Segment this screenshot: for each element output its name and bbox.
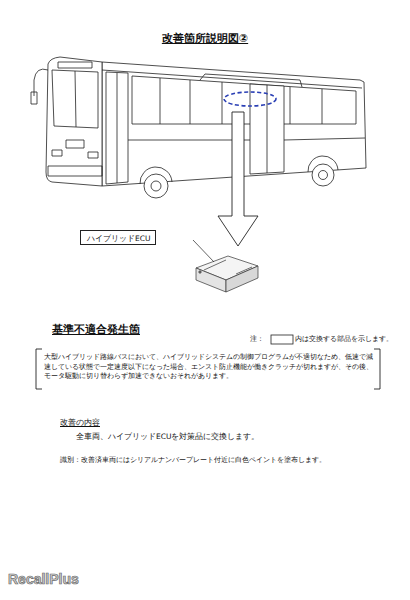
part-name: ハイブリッドECU bbox=[87, 234, 149, 243]
rear-wheel bbox=[312, 164, 334, 186]
roof-unit bbox=[200, 74, 302, 87]
ecu-unit bbox=[196, 256, 258, 292]
bracket-left bbox=[36, 349, 42, 389]
body-text: 全車両、ハイブリッドECUを対策品に交換します。 bbox=[76, 432, 376, 442]
body-text: 識別：改善済車両にはシリアルナンバープレート付近に白色ペイントを塗布します。 bbox=[60, 455, 405, 465]
callout-heading: 基準不適合発生箇 bbox=[52, 322, 222, 336]
bus-front bbox=[46, 57, 102, 186]
bracket-right bbox=[374, 349, 380, 389]
windshield bbox=[52, 70, 98, 128]
watermark: RecallPlus bbox=[8, 570, 128, 589]
front-door bbox=[106, 72, 128, 184]
note-mark: 注： bbox=[250, 335, 272, 344]
note-text: 内は交換する部品を示します。 bbox=[295, 335, 407, 344]
middle-door bbox=[250, 84, 284, 174]
destination-sign bbox=[58, 62, 92, 68]
title: 改善箇所説明図② bbox=[0, 32, 410, 47]
section-heading: 改善の内容 bbox=[60, 418, 160, 428]
description-text: 大型ハイブリッド路線バスにおいて、ハイブリッドシステムの制御プログラムが不適切な… bbox=[44, 352, 374, 381]
front-wheel bbox=[144, 174, 168, 198]
location-marker bbox=[224, 92, 276, 106]
leader-line bbox=[193, 240, 214, 262]
pointer-arrow bbox=[218, 112, 258, 246]
part-label-box: ハイブリッドECU bbox=[80, 230, 156, 245]
note-box bbox=[271, 335, 293, 344]
